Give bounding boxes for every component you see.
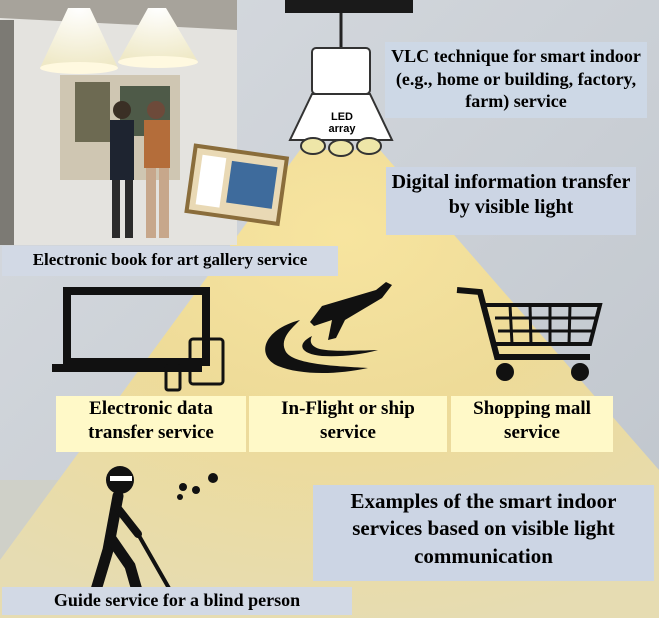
art-gallery-label: Electronic book for art gallery service — [2, 246, 338, 276]
digital-information-label: Digital information transfer by visible … — [386, 167, 636, 235]
phone-icon — [164, 364, 182, 392]
ceiling-mount — [285, 0, 413, 13]
shopping-mall-label: Shopping mall service — [451, 396, 613, 452]
shopping-cart-icon — [456, 287, 603, 381]
tv-monitor-icon — [52, 287, 210, 372]
vlc-technique-label: VLC technique for smart indoor (e.g., ho… — [385, 42, 647, 118]
led-lamp-icon — [288, 47, 394, 157]
blind-guide-label: Guide service for a blind person — [2, 587, 352, 615]
electronic-data-label: Electronic data transfer service — [56, 396, 246, 452]
gallery-scene — [0, 0, 290, 245]
examples-label: Examples of the smart indoor services ba… — [313, 485, 654, 581]
tablet-icon — [188, 337, 225, 386]
in-flight-label: In-Flight or ship service — [249, 396, 447, 452]
airplane-icon — [265, 282, 392, 374]
blind-person-icon — [90, 466, 218, 600]
led-array-label: LED array — [328, 111, 356, 136]
